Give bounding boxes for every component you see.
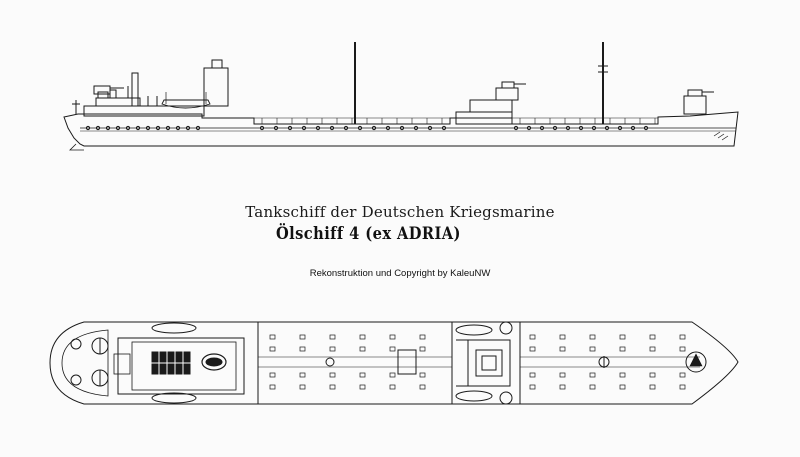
hull-side <box>63 111 739 147</box>
portholes <box>85 125 649 131</box>
plan-view <box>49 321 739 405</box>
hull-plan <box>49 321 739 405</box>
engine-skylight <box>151 351 191 375</box>
side-elevation <box>63 42 739 151</box>
ship-name: Ölschiff 4 (ex ADRIA) <box>276 224 461 244</box>
page-title: Tankschiff der Deutschen Kriegsmarine <box>245 203 555 221</box>
copyright-credit: Rekonstruktion und Copyright by KaleuNW <box>309 268 491 279</box>
tank-hatches <box>269 334 686 390</box>
deck-hatches <box>261 118 656 124</box>
